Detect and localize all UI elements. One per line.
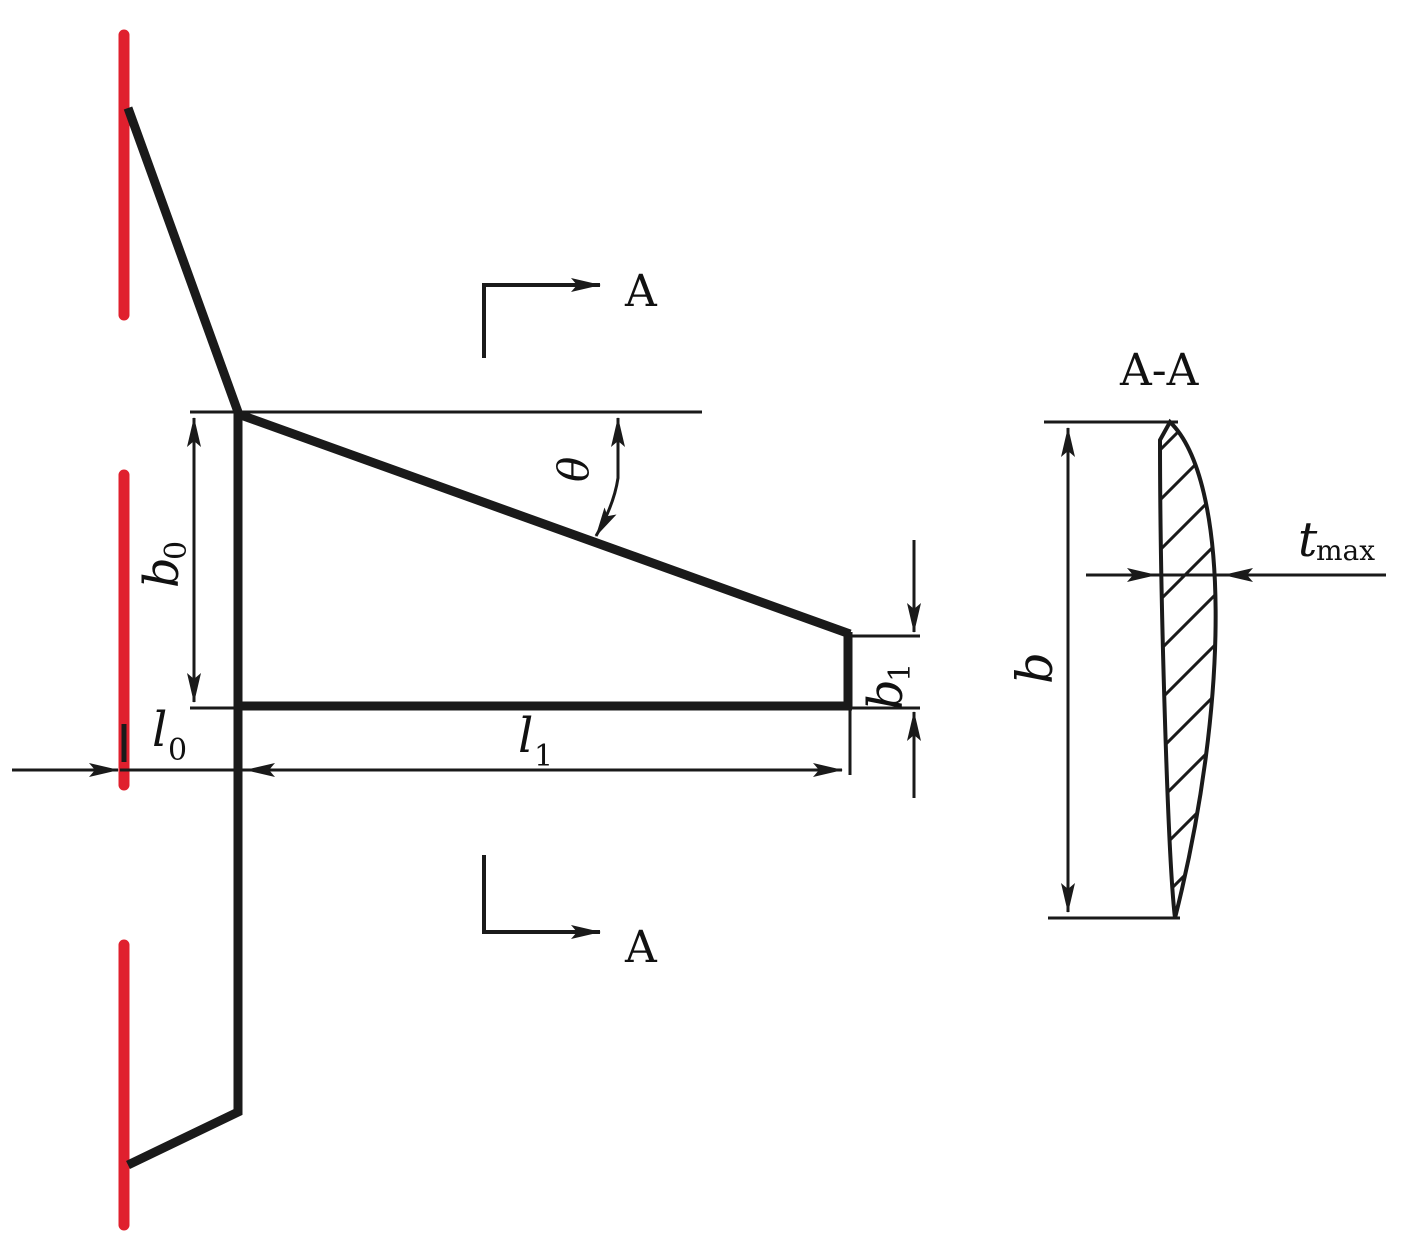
blade-leading-edge xyxy=(236,409,852,639)
labels: A A A-A θ b 0 b 1 l 0 l 1 b t max xyxy=(134,266,1375,973)
l1-label: l 1 xyxy=(518,708,553,774)
svg-text:b: b xyxy=(858,679,914,710)
section-marker-top xyxy=(482,278,601,358)
l0-label: l 0 xyxy=(152,702,187,768)
section-mark-bottom-label: A xyxy=(624,922,658,973)
theta-label: θ xyxy=(549,457,598,482)
svg-text:0: 0 xyxy=(168,733,187,768)
section-cut-markers xyxy=(482,278,601,939)
blade-outline xyxy=(123,106,853,1170)
svg-text:max: max xyxy=(1316,534,1375,567)
section-a-a-view xyxy=(1044,418,1386,920)
section-hatching xyxy=(1160,422,1216,918)
svg-text:l: l xyxy=(518,708,533,764)
section-marker-bottom xyxy=(482,855,601,939)
b0-label: b 0 xyxy=(134,541,194,588)
svg-text:t: t xyxy=(1298,512,1318,568)
airfoil-profile xyxy=(1157,418,1218,919)
support-lower-strut xyxy=(126,412,243,1170)
section-mark-top-label: A xyxy=(624,266,658,317)
svg-text:l: l xyxy=(152,702,167,758)
tmax-label: t max xyxy=(1298,512,1375,568)
svg-text:0: 0 xyxy=(159,541,194,560)
b1-label: b 1 xyxy=(858,663,918,710)
extension-lines xyxy=(121,410,920,775)
section-view-title: A-A xyxy=(1119,345,1200,396)
svg-text:1: 1 xyxy=(883,663,918,682)
dimension-lines xyxy=(12,417,921,798)
svg-text:1: 1 xyxy=(534,739,553,774)
b-section-label: b xyxy=(1006,652,1064,684)
theta-angle-arc xyxy=(594,417,625,537)
svg-text:b: b xyxy=(134,557,190,588)
support-upper-strut xyxy=(123,106,243,414)
